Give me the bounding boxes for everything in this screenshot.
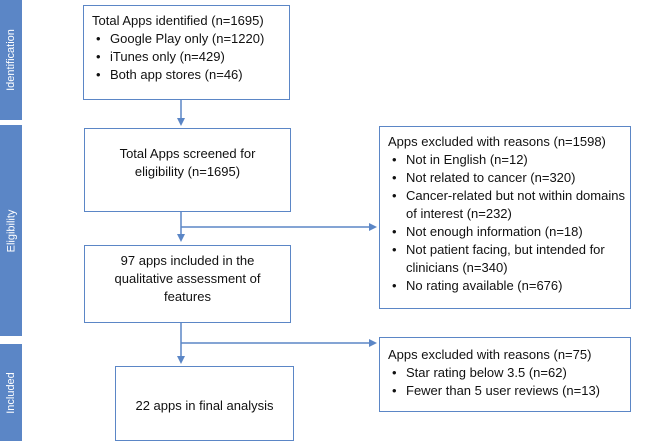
identified-list: Google Play only (n=1220) iTunes only (n…	[92, 30, 289, 84]
final-label: 22 apps in final analysis	[135, 398, 274, 413]
list-item: Google Play only (n=1220)	[92, 30, 289, 48]
stage-eligibility: Eligibility	[0, 125, 22, 336]
excluded-1-list: Not in English (n=12) Not related to can…	[388, 151, 626, 295]
list-item: Star rating below 3.5 (n=62)	[388, 364, 626, 382]
list-item: iTunes only (n=429)	[92, 48, 289, 66]
list-item: Not in English (n=12)	[388, 151, 626, 169]
screened-line-1: Total Apps screened for	[119, 146, 256, 161]
list-item: Cancer-related but not within domains of…	[388, 187, 626, 223]
excluded-2-title: Apps excluded with reasons (n=75)	[388, 347, 592, 362]
list-item: Fewer than 5 user reviews (n=13)	[388, 382, 626, 400]
qualitative-line-3: features	[164, 289, 211, 304]
final-box: 22 apps in final analysis	[115, 366, 294, 441]
stage-identification: Identification	[0, 0, 22, 120]
stage-eligibility-label: Eligibility	[5, 209, 18, 252]
stage-included-label: Included	[5, 371, 17, 414]
qualitative-line-1: 97 apps included in the	[120, 253, 255, 268]
list-item: Not enough information (n=18)	[388, 223, 626, 241]
qualitative-line-2: qualitative assessment of	[114, 271, 261, 286]
list-item: Both app stores (n=46)	[92, 66, 289, 84]
screened-line-2: eligibility (n=1695)	[134, 164, 241, 179]
excluded-box-2: Apps excluded with reasons (n=75) Star r…	[379, 337, 631, 412]
list-item: No rating available (n=676)	[388, 277, 626, 295]
list-item: Not patient facing, but intended for cli…	[388, 241, 626, 277]
qualitative-box: 97 apps included in the qualitative asse…	[84, 245, 291, 323]
stage-identification-label: Identification	[5, 29, 18, 91]
excluded-1-title: Apps excluded with reasons (n=1598)	[388, 134, 606, 149]
stage-included: Included	[0, 344, 22, 441]
screened-box: Total Apps screened for eligibility (n=1…	[84, 128, 291, 212]
list-item: Not related to cancer (n=320)	[388, 169, 626, 187]
excluded-2-list: Star rating below 3.5 (n=62) Fewer than …	[388, 364, 626, 400]
identified-box: Total Apps identified (n=1695) Google Pl…	[83, 5, 290, 100]
identified-title: Total Apps identified (n=1695)	[92, 13, 264, 28]
excluded-box-1: Apps excluded with reasons (n=1598) Not …	[379, 126, 631, 309]
